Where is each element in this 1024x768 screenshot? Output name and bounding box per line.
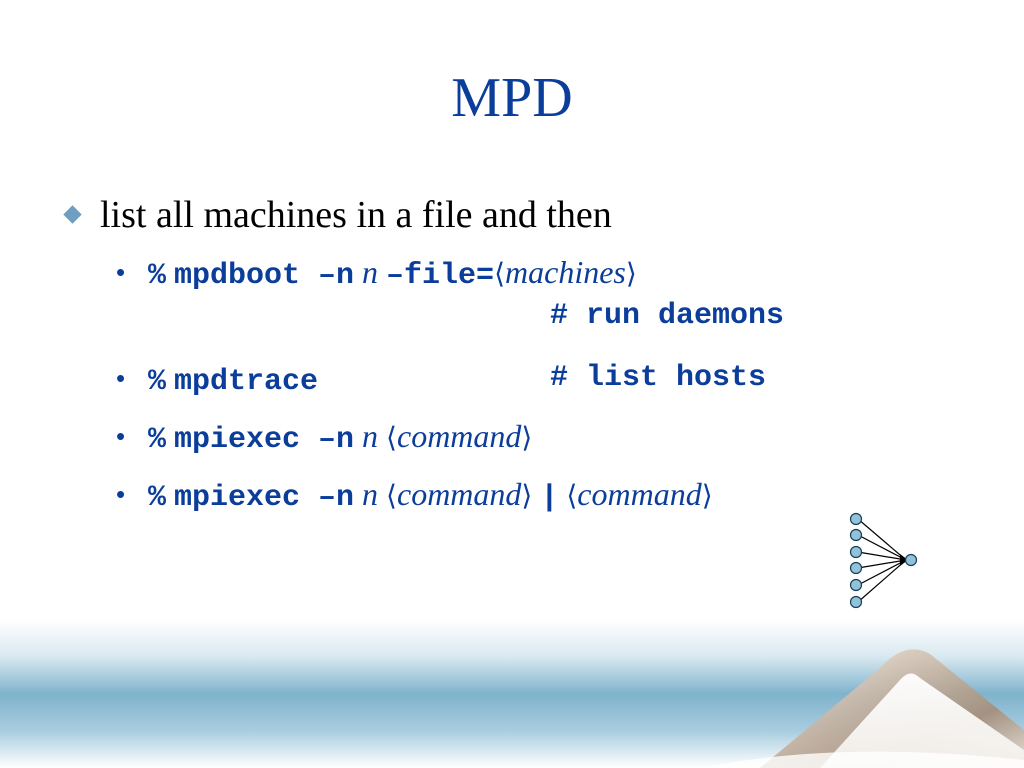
arg-n: n bbox=[362, 418, 379, 454]
fan-in-graph-icon bbox=[849, 512, 918, 609]
param-command: command bbox=[577, 476, 702, 512]
sub-bullet-glyph: • bbox=[116, 479, 126, 509]
arg-n: n bbox=[362, 254, 379, 290]
command-line: % mpdboot –n n –file=⟨machines⟩ bbox=[148, 250, 637, 298]
param-machines: machines bbox=[505, 254, 626, 290]
sub-bullet-glyph: • bbox=[116, 421, 126, 451]
shell-prompt: % bbox=[148, 259, 167, 293]
decorative-bottom-band bbox=[0, 620, 1024, 768]
bullet-text: list all machines in a file and then bbox=[100, 194, 612, 236]
sub-bullet-glyph: • bbox=[116, 257, 126, 287]
command-name: mpdtrace bbox=[174, 365, 319, 399]
slide-title: MPD bbox=[451, 67, 573, 129]
command-name: mpdboot –n bbox=[174, 259, 355, 293]
comment-run-daemons: # run daemons bbox=[550, 299, 785, 333]
sub-bullet-glyph: • bbox=[116, 363, 126, 393]
command-line: % mpiexec –n n ⟨command⟩ bbox=[148, 414, 532, 462]
right-angle-bracket: ⟩ bbox=[521, 479, 533, 512]
command-line: % mpdtrace bbox=[148, 356, 318, 404]
shell-prompt: % bbox=[148, 365, 167, 399]
diamond-bullet-icon bbox=[63, 205, 82, 224]
left-angle-bracket: ⟨ bbox=[386, 479, 397, 512]
command-line: % mpiexec –n n ⟨command⟩ | ⟨command⟩ bbox=[148, 472, 713, 520]
left-angle-bracket: ⟨ bbox=[494, 257, 506, 290]
arg-n: n bbox=[362, 476, 379, 512]
param-command: command bbox=[396, 418, 522, 454]
command-name: mpiexec –n bbox=[174, 481, 355, 515]
right-angle-bracket: ⟩ bbox=[625, 257, 637, 290]
comment-list-hosts: # list hosts bbox=[550, 361, 767, 395]
file-option: –file= bbox=[386, 259, 495, 293]
param-command: command bbox=[396, 476, 522, 512]
right-angle-bracket: ⟩ bbox=[701, 479, 713, 512]
command-name: mpiexec –n bbox=[174, 423, 355, 457]
right-angle-bracket: ⟩ bbox=[521, 421, 533, 454]
left-angle-bracket: ⟨ bbox=[386, 421, 397, 454]
shell-prompt: % bbox=[148, 423, 167, 457]
shell-prompt: % bbox=[148, 481, 167, 515]
left-angle-bracket: ⟨ bbox=[566, 479, 578, 512]
pipe-symbol: | bbox=[540, 481, 559, 515]
